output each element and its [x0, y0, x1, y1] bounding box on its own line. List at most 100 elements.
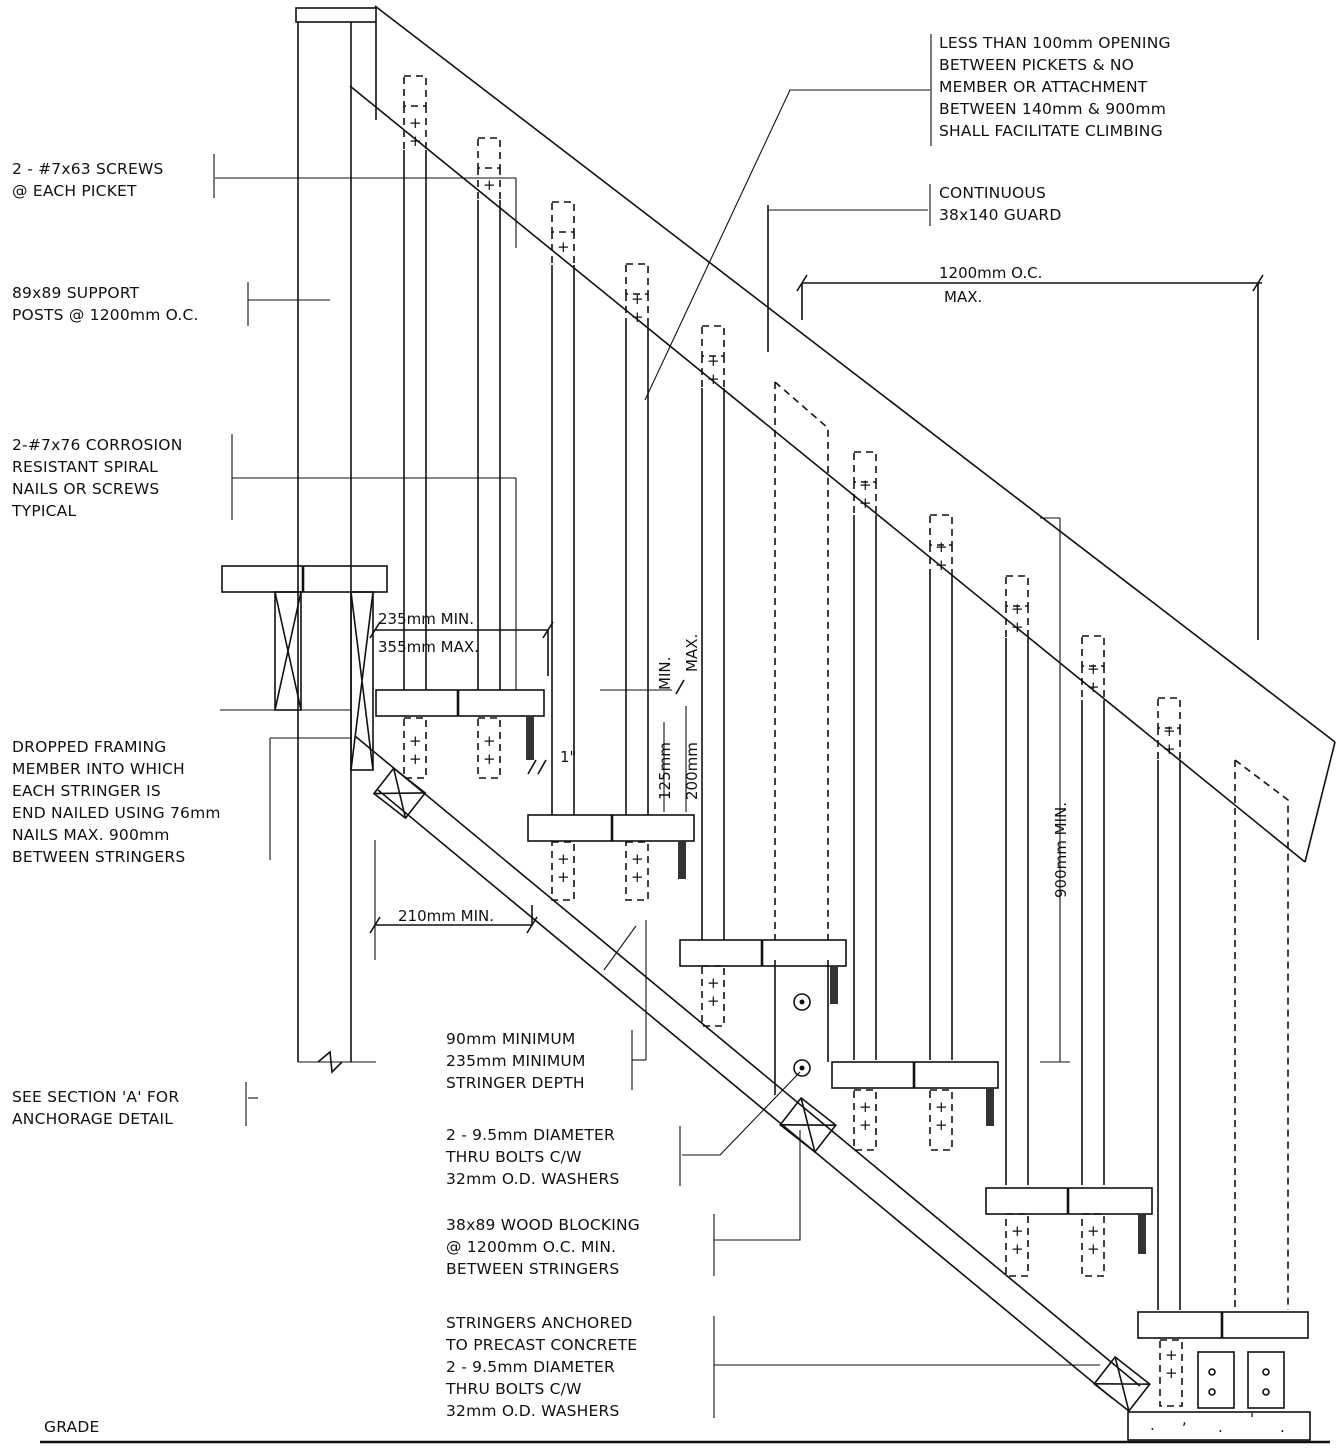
picket-9: ++ ++: [1081, 635, 1105, 1277]
svg-text:38x89 WOOD BLOCKING: 38x89 WOOD BLOCKING: [446, 1216, 640, 1234]
support-post-middle: [774, 381, 829, 1095]
svg-text:32mm O.D. WASHERS: 32mm O.D. WASHERS: [446, 1402, 620, 1420]
svg-text:MEMBER OR ATTACHMENT: MEMBER OR ATTACHMENT: [939, 78, 1148, 96]
post-spacing-value: 1200mm O.C.: [939, 264, 1042, 282]
nosing-dim: 1": [560, 748, 576, 766]
svg-text:2-#7x76 CORROSION: 2-#7x76 CORROSION: [12, 436, 183, 454]
break-line: [317, 1050, 343, 1074]
svg-text:+: +: [631, 868, 644, 886]
svg-text:+: +: [1087, 1222, 1100, 1240]
svg-text:+: +: [707, 992, 720, 1010]
note-section: SEE SECTION 'A' FOR ANCHORAGE DETAIL: [12, 1082, 247, 1128]
svg-text:EACH STRINGER IS: EACH STRINGER IS: [12, 782, 161, 800]
svg-text:DROPPED FRAMING: DROPPED FRAMING: [12, 738, 166, 756]
svg-text:+: +: [1087, 678, 1100, 696]
svg-text:+: +: [1011, 1222, 1024, 1240]
svg-text:89x89 SUPPORT: 89x89 SUPPORT: [12, 284, 140, 302]
svg-text:BETWEEN STRINGERS: BETWEEN STRINGERS: [446, 1260, 619, 1278]
note-screws: 2 - #7x63 SCREWS @ EACH PICKET: [12, 154, 215, 200]
tread-6: [1137, 1311, 1309, 1339]
svg-text:+: +: [1087, 660, 1100, 678]
svg-text:32mm O.D. WASHERS: 32mm O.D. WASHERS: [446, 1170, 620, 1188]
svg-text:+: +: [483, 176, 496, 194]
note-blocking: 38x89 WOOD BLOCKING @ 1200mm O.C. MIN. B…: [446, 1214, 715, 1278]
svg-text:+: +: [935, 556, 948, 574]
post-spacing-max: MAX.: [944, 288, 982, 306]
svg-text:2 - 9.5mm DIAMETER: 2 - 9.5mm DIAMETER: [446, 1358, 615, 1376]
svg-text:+: +: [1163, 740, 1176, 758]
svg-text:THRU BOLTS C/W: THRU BOLTS C/W: [445, 1148, 582, 1166]
svg-text:SHALL FACILITATE CLIMBING: SHALL FACILITATE CLIMBING: [939, 122, 1163, 140]
svg-text:+: +: [1011, 618, 1024, 636]
grade: GRADE: [40, 1418, 1330, 1444]
support-post-top: [295, 7, 377, 1074]
blocking-bottom: [1093, 1355, 1151, 1413]
dimension-lines: [369, 621, 687, 934]
picket-1: ++ ++: [403, 75, 427, 779]
svg-text:.: .: [1280, 1418, 1285, 1436]
note-bolts: 2 - 9.5mm DIAMETER THRU BOLTS C/W 32mm O…: [445, 1126, 681, 1188]
guard-height-dim: 900mm MIN.: [1052, 802, 1070, 898]
svg-text:+: +: [409, 132, 422, 150]
svg-text:+: +: [557, 238, 570, 256]
svg-text:+: +: [1011, 600, 1024, 618]
svg-text:2 - #7x63 SCREWS: 2 - #7x63 SCREWS: [12, 160, 164, 178]
svg-text:+: +: [409, 750, 422, 768]
svg-text:POSTS @ 1200mm O.C.: POSTS @ 1200mm O.C.: [12, 306, 199, 324]
picket-10: ++ ++: [1157, 697, 1183, 1407]
note-nails: 2-#7x76 CORROSION RESISTANT SPIRAL NAILS…: [11, 434, 233, 520]
svg-text:+: +: [859, 494, 872, 512]
svg-text:BETWEEN PICKETS & NO: BETWEEN PICKETS & NO: [939, 56, 1134, 74]
note-posts: 89x89 SUPPORT POSTS @ 1200mm O.C.: [12, 282, 249, 326]
svg-text:+: +: [859, 1098, 872, 1116]
svg-text:+: +: [483, 750, 496, 768]
reference-lines: [215, 177, 1070, 1099]
tread-3: [679, 939, 847, 1004]
tread-min-dim: 235mm MIN.: [378, 610, 474, 628]
rise-min-label: MIN.: [656, 657, 674, 690]
svg-text:ANCHORAGE DETAIL: ANCHORAGE DETAIL: [12, 1110, 173, 1128]
svg-text:+: +: [859, 476, 872, 494]
svg-text:END NAILED USING 76mm: END NAILED USING 76mm: [12, 804, 221, 822]
post-spacing-dimension: [767, 205, 1264, 640]
svg-text:THRU BOLTS C/W: THRU BOLTS C/W: [445, 1380, 582, 1398]
svg-text:+: +: [859, 1116, 872, 1134]
picket-7: ++ ++: [929, 514, 953, 1151]
svg-text:STRINGER DEPTH: STRINGER DEPTH: [446, 1074, 585, 1092]
svg-text:BETWEEN 140mm & 900mm: BETWEEN 140mm & 900mm: [939, 100, 1166, 118]
svg-text:BETWEEN STRINGERS: BETWEEN STRINGERS: [12, 848, 185, 866]
svg-text:': ': [1250, 1410, 1254, 1428]
note-anchored: STRINGERS ANCHORED TO PRECAST CONCRETE 2…: [445, 1314, 715, 1420]
svg-text:+: +: [707, 352, 720, 370]
svg-text:RESISTANT SPIRAL: RESISTANT SPIRAL: [12, 458, 158, 476]
svg-text:+: +: [631, 290, 644, 308]
rise-min-dim: 125mm: [656, 742, 674, 800]
grade-label: GRADE: [44, 1418, 100, 1436]
svg-text:SEE SECTION 'A' FOR: SEE SECTION 'A' FOR: [12, 1088, 179, 1106]
svg-text:+: +: [1087, 1240, 1100, 1258]
svg-text:+: +: [631, 850, 644, 868]
run-min-dim: 210mm MIN.: [398, 907, 494, 925]
tread-2: [527, 814, 695, 879]
picket-5: ++ ++: [701, 325, 725, 1027]
leaders: [603, 89, 1100, 1366]
blocking-top: [372, 767, 427, 820]
svg-text:+: +: [707, 370, 720, 388]
continuous-guard: [349, 5, 1336, 863]
svg-text:2 - 9.5mm DIAMETER: 2 - 9.5mm DIAMETER: [446, 1126, 615, 1144]
rise-max-label: MAX.: [683, 634, 701, 672]
note-guard: CONTINUOUS 38x140 GUARD: [929, 184, 1061, 226]
note-dropped: DROPPED FRAMING MEMBER INTO WHICH EACH S…: [12, 738, 221, 866]
svg-text:MEMBER INTO WHICH: MEMBER INTO WHICH: [12, 760, 185, 778]
picket-2: + ++: [477, 137, 501, 779]
svg-text:+: +: [707, 974, 720, 992]
picket-6: ++ ++: [853, 451, 877, 1151]
svg-text:+: +: [409, 114, 422, 132]
svg-text:+: +: [935, 1098, 948, 1116]
precast-concrete-anchor: ., .' .: [1127, 1351, 1311, 1441]
rise-max-dim: 200mm: [683, 742, 701, 800]
svg-text:+: +: [1011, 1240, 1024, 1258]
blocking-middle: [779, 1096, 837, 1154]
support-post-bottom: [1234, 759, 1289, 1310]
